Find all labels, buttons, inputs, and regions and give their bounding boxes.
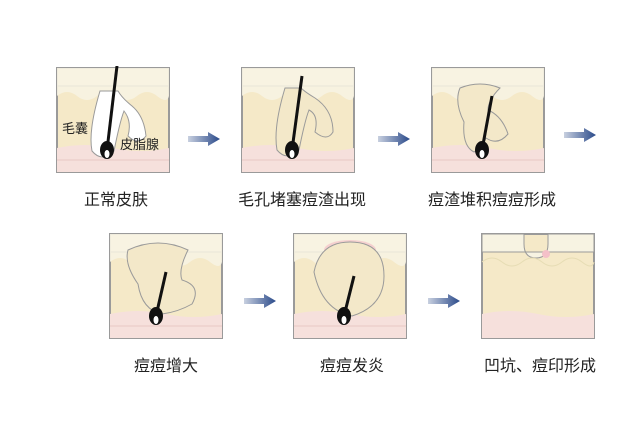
stage-panel-inflamed [293, 233, 407, 339]
stage-label: 正常皮肤 [83, 190, 149, 209]
arrow-right-icon [378, 132, 410, 146]
stage-panel-clogged-pore [241, 67, 355, 173]
arrow-right-icon [564, 128, 596, 142]
stage-label: 痘痘增大 [133, 356, 199, 375]
stage-label: 凹坑、痘印形成 [483, 356, 597, 375]
stage-label: 痘渣堆积痘痘形成 [427, 190, 557, 209]
annotation-sebaceous-gland: 皮脂腺 [120, 138, 160, 153]
stage-panel-pimple-enlarged [109, 233, 223, 339]
arrow-right-icon [188, 132, 220, 146]
stage-panel-scar [481, 233, 595, 339]
stage-label: 毛孔堵塞痘渣出现 [237, 190, 367, 209]
annotation-hair-follicle: 毛囊 [62, 122, 89, 137]
arrow-right-icon [428, 294, 460, 308]
stage-label: 痘痘发炎 [319, 356, 385, 375]
stage-panel-normal-skin [56, 66, 170, 173]
stage-panel-pimple-forming [431, 67, 545, 173]
arrow-right-icon [244, 294, 276, 308]
